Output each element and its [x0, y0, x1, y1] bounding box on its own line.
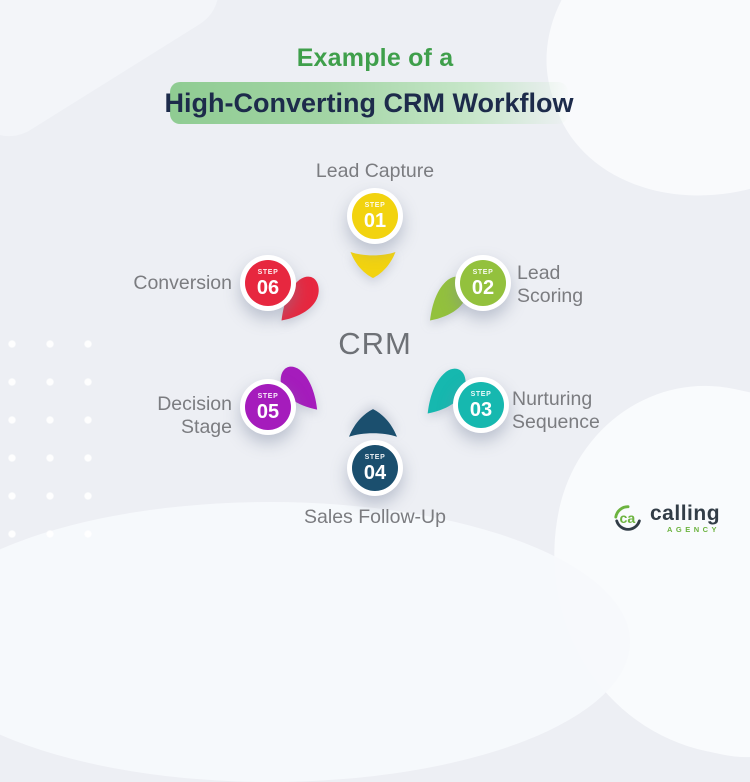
- step-label-lead-capture: Lead Capture: [315, 160, 435, 182]
- title-eyebrow: Example of a: [296, 44, 454, 72]
- center-crm-label: CRM: [338, 326, 412, 361]
- step-badge-5: STEP 05: [240, 379, 296, 435]
- petal-step-6: [279, 274, 320, 323]
- dot-grid-decoration: [8, 340, 112, 554]
- step-number-3: 03: [469, 398, 493, 421]
- step-label-nurturing-sequence: Nurturing Sequence: [512, 388, 600, 433]
- step-word-6: STEP: [257, 268, 279, 276]
- background-shape-top-left: [0, 0, 234, 152]
- petal-shape-5: [280, 366, 318, 410]
- step-number-6: 06: [256, 276, 280, 299]
- step-word-5: STEP: [257, 392, 279, 400]
- title-highlight-pill: High-Converting CRM Workflow: [165, 82, 573, 124]
- step-label-decision-stage: Decision Stage: [157, 393, 232, 438]
- step-word-2: STEP: [472, 268, 494, 276]
- petal-step-5: [279, 364, 320, 412]
- step-badge-4: STEP 04: [347, 440, 403, 496]
- step-badge-6: STEP 06: [240, 255, 296, 311]
- step-label-sales-follow-up: Sales Follow-Up: [304, 506, 446, 528]
- step-badge-2: STEP 02: [455, 255, 511, 311]
- petal-shape-4: [349, 409, 397, 437]
- calling-agency-logo: ca calling AGENCY: [612, 503, 720, 535]
- step-label-conversion: Conversion: [133, 272, 232, 294]
- page-title: High-Converting CRM Workflow: [164, 87, 574, 118]
- step-label-lead-scoring: Lead Scoring: [517, 262, 584, 307]
- petal-step-3: [425, 366, 467, 416]
- petal-step-4: [344, 408, 402, 440]
- step-number-1: 01: [363, 209, 387, 232]
- step-number-5: 05: [256, 400, 280, 423]
- logo-monogram: ca: [620, 511, 636, 527]
- petal-shape-3: [427, 368, 466, 414]
- step-number-2: 02: [471, 276, 495, 299]
- petal-step-1: [344, 249, 402, 279]
- step-number-4: 04: [363, 461, 387, 484]
- step-word-3: STEP: [470, 390, 492, 398]
- step-badge-3: STEP 03: [453, 377, 509, 433]
- logo-brand-text: calling: [650, 502, 721, 525]
- logo-sub-text: AGENCY: [666, 525, 721, 534]
- background-wave-bottom: [0, 502, 630, 782]
- step-badge-1: STEP 01: [347, 188, 403, 244]
- step-word-1: STEP: [364, 201, 386, 209]
- petal-shape-6: [281, 276, 319, 321]
- step-word-4: STEP: [364, 453, 386, 461]
- logo-headset-icon: ca: [614, 505, 641, 531]
- petal-shape-1: [350, 252, 396, 278]
